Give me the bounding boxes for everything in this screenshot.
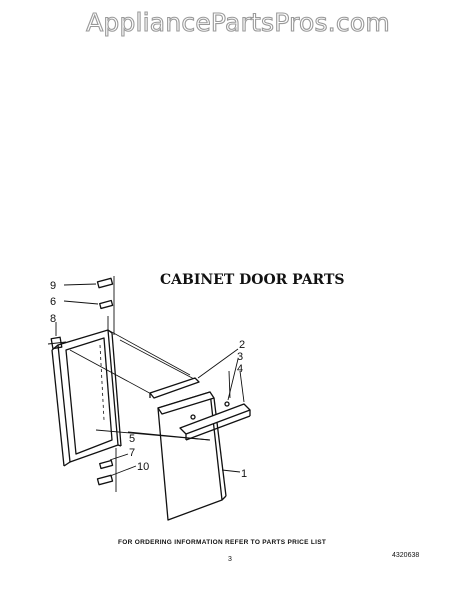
outer-door-panel: [157, 391, 227, 521]
callout-2: 2: [239, 339, 245, 351]
ordering-note: FOR ORDERING INFORMATION REFER TO PARTS …: [118, 539, 327, 546]
document-part-number: 4320638: [392, 552, 420, 559]
door-handle: [179, 401, 251, 441]
top-hinge-assembly: [96, 276, 115, 335]
handle-screw-icon: [224, 401, 230, 407]
callout-8: 8: [50, 313, 56, 325]
callout-6: 6: [50, 296, 56, 308]
callout-7: 7: [129, 447, 135, 459]
callout-4: 4: [237, 363, 243, 375]
callout-leaders: [55, 283, 245, 477]
side-hinge-part: [47, 336, 67, 350]
explode-guide-lines: [69, 329, 197, 397]
callout-5: 5: [129, 433, 135, 445]
watermark-logo: AppliancePartsPros.com: [86, 7, 391, 37]
page-number: 3: [228, 556, 232, 563]
bottom-hinge-assembly: [96, 448, 117, 492]
diagram-title: CABINET DOOR PARTS: [160, 272, 345, 288]
callout-3: 3: [237, 351, 243, 363]
door-liner-panel: [51, 329, 122, 467]
handle-screw-icon: [190, 414, 196, 420]
callout-10: 10: [137, 461, 149, 473]
callout-1: 1: [241, 468, 247, 480]
top-trim-strip: [149, 377, 200, 399]
callout-9: 9: [50, 280, 56, 292]
